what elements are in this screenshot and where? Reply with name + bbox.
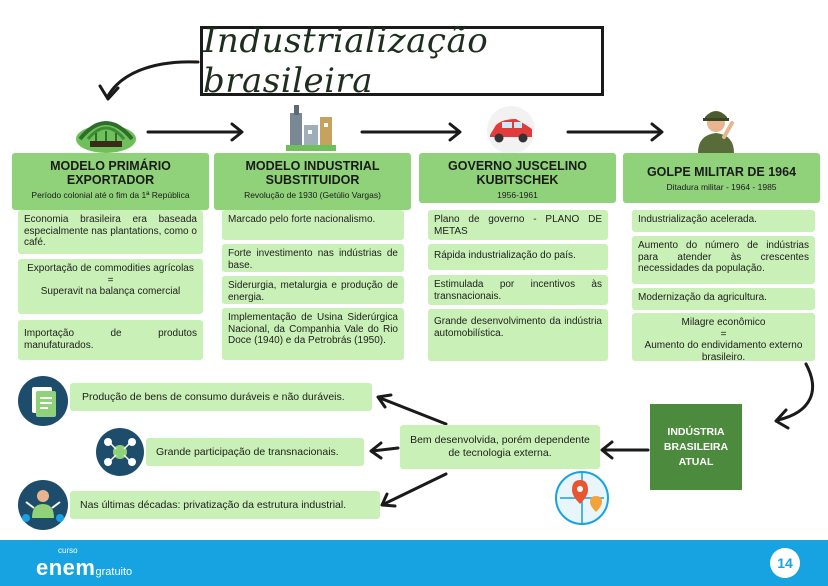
- page-title: Industrialização brasileira: [203, 21, 489, 101]
- fact-item: Grande participação de transnacionais.: [146, 438, 364, 466]
- column-3-item: Estimulada por incentivos às transnacion…: [428, 275, 608, 305]
- column-2-item: Implementação de Usina Siderúrgica Nacio…: [222, 308, 404, 360]
- column-4-item: Aumento do número de indústrias para ate…: [632, 236, 815, 284]
- fact-text: Nas últimas décadas: privatização da est…: [80, 498, 347, 511]
- column-3-item: Rápida industrialização do país.: [428, 244, 608, 270]
- column-4-title: GOLPE MILITAR DE 1964: [646, 165, 797, 179]
- column-4-subtitle: Ditadura militar - 1964 - 1985: [666, 182, 777, 192]
- current-summary-text: Bem desenvolvida, porém dependente de te…: [410, 434, 590, 459]
- network-icon: [96, 428, 144, 476]
- column-3-item: Plano de governo - PLANO DE METAS: [428, 210, 608, 240]
- column-2-header: MODELO INDUSTRIAL SUBSTITUIDOR Revolução…: [214, 153, 411, 210]
- documents-icon: [18, 376, 68, 426]
- fact-item: Nas últimas décadas: privatização da est…: [70, 491, 380, 519]
- page-number: 14: [770, 548, 800, 578]
- column-1-title: MODELO PRIMÁRIO EXPORTADOR: [50, 159, 171, 187]
- column-2-title: MODELO INDUSTRIAL SUBSTITUIDOR: [245, 159, 380, 187]
- businessman-icon: [18, 480, 68, 530]
- column-3-title: GOVERNO JUSCELINO KUBITSCHEK: [448, 159, 587, 187]
- equation-line: Exportação de commodities agrícolas: [27, 263, 194, 274]
- column-2-item: Siderurgia, metalurgia e produção de ene…: [222, 276, 404, 304]
- column-1-item: Exportação de commodities agrícolas = Su…: [18, 259, 203, 314]
- footer-bar: [0, 540, 828, 586]
- column-3-item: Grande desenvolvimento da indústria auto…: [428, 309, 608, 361]
- title-box: Industrialização brasileira: [200, 21, 604, 101]
- column-4-item: Milagre econômico = Aumento do endividam…: [632, 313, 815, 363]
- column-2-item: Marcado pelo forte nacionalismo.: [222, 210, 404, 240]
- current-summary: Bem desenvolvida, porém dependente de te…: [400, 425, 600, 469]
- column-1-item: Importação de produtos manufaturados.: [18, 320, 203, 360]
- column-2-item: Forte investimento nas indústrias de bas…: [222, 244, 404, 272]
- column-4-item: Modernização da agricultura.: [632, 288, 815, 310]
- logo-tail: gratuito: [95, 566, 133, 578]
- column-3-header: GOVERNO JUSCELINO KUBITSCHEK 1956-1961: [419, 153, 616, 203]
- fact-item: Produção de bens de consumo duráveis e n…: [70, 383, 372, 411]
- globe-location-icon: [555, 471, 609, 525]
- fact-text: Produção de bens de consumo duráveis e n…: [82, 390, 345, 403]
- fact-text: Grande participação de transnacionais.: [156, 445, 339, 458]
- factory-icon: [286, 105, 336, 151]
- equation-line: Milagre econômico: [681, 317, 766, 328]
- equation-line: =: [107, 274, 114, 286]
- column-2-subtitle: Revolução de 1930 (Getúlio Vargas): [244, 190, 381, 200]
- logo-big: enem: [36, 555, 96, 580]
- equation-line: Superavit na balança comercial: [40, 286, 181, 297]
- agriculture-icon: [76, 121, 136, 153]
- column-3-subtitle: 1956-1961: [497, 190, 538, 200]
- soldier-icon: [698, 111, 734, 153]
- column-1-subtitle: Período colonial até o fim da 1ª Repúbli…: [31, 190, 190, 200]
- equation-line: =: [720, 328, 727, 340]
- column-4-item: Industrialização acelerada.: [632, 210, 815, 232]
- column-4-header: GOLPE MILITAR DE 1964 Ditadura militar -…: [623, 153, 820, 203]
- current-industry-label: INDÚSTRIA BRASILEIRA ATUAL: [663, 425, 729, 468]
- column-1-item: Economia brasileira era baseada especial…: [18, 210, 203, 254]
- current-industry-box: INDÚSTRIA BRASILEIRA ATUAL: [650, 404, 742, 490]
- logo-small: curso: [58, 546, 78, 555]
- column-1-header: MODELO PRIMÁRIO EXPORTADOR Período colon…: [12, 153, 209, 210]
- car-icon: [487, 106, 535, 154]
- equation-line: Aumento do endividamento externo brasile…: [644, 340, 803, 363]
- footer-logo: curso enemgratuito: [36, 546, 132, 581]
